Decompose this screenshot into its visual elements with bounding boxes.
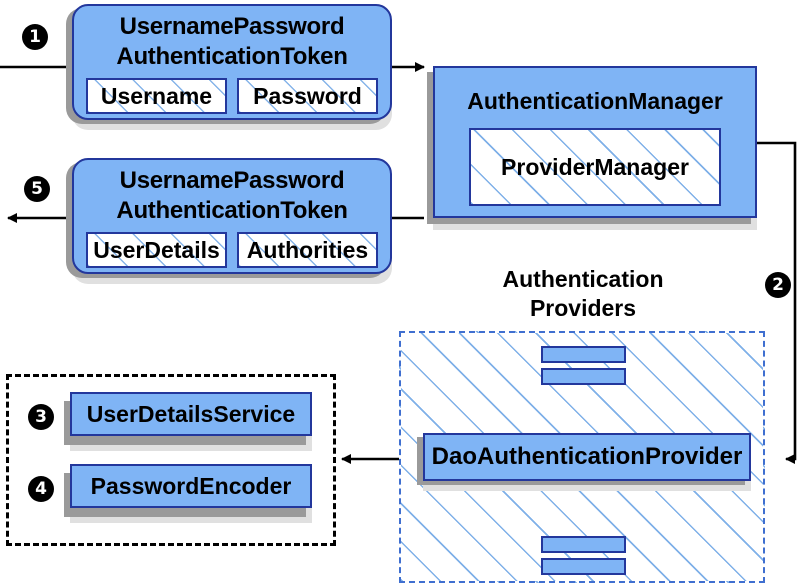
request-token-slot-password[interactable]: Password bbox=[237, 78, 378, 114]
request-token-slot-username-label: Username bbox=[100, 82, 213, 109]
response-token-card[interactable]: UsernamePassword AuthenticationToken Use… bbox=[72, 158, 392, 274]
user-details-service-box[interactable]: UserDetailsService bbox=[70, 392, 312, 436]
request-token-slot-password-label: Password bbox=[253, 82, 362, 109]
response-token-title-line1: UsernamePassword bbox=[119, 167, 345, 194]
provider-manager-box[interactable]: ProviderManager bbox=[469, 128, 721, 206]
collaborators-container bbox=[6, 374, 336, 546]
request-token-title-line1: UsernamePassword bbox=[119, 13, 345, 40]
request-token-slots: Username Password bbox=[86, 78, 378, 114]
authentication-manager-box[interactable]: AuthenticationManager ProviderManager bbox=[433, 66, 757, 218]
password-encoder-box[interactable]: PasswordEncoder bbox=[70, 464, 312, 508]
response-token-slot-authorities-label: Authorities bbox=[246, 236, 369, 263]
other-provider-bar-top-1[interactable] bbox=[541, 346, 626, 363]
other-provider-bar-bottom-1[interactable] bbox=[541, 536, 626, 553]
authentication-providers-heading: Authentication Providers bbox=[420, 265, 746, 323]
step-badge-1: 1 bbox=[22, 24, 48, 50]
other-provider-bar-bottom-2[interactable] bbox=[541, 558, 626, 575]
authentication-providers-heading-line2: Providers bbox=[529, 295, 637, 321]
response-token-slot-authorities[interactable]: Authorities bbox=[237, 232, 378, 268]
dao-authentication-provider-label: DaoAuthenticationProvider bbox=[431, 443, 743, 470]
step-badge-4: 4 bbox=[28, 476, 54, 502]
user-details-service-label: UserDetailsService bbox=[86, 400, 296, 427]
request-token-title-line2: AuthenticationToken bbox=[116, 43, 348, 70]
response-token-slot-userdetails-label: UserDetails bbox=[93, 236, 220, 263]
response-token-title-line2: AuthenticationToken bbox=[116, 197, 348, 224]
step-badge-3: 3 bbox=[28, 404, 54, 430]
other-provider-bar-top-2[interactable] bbox=[541, 368, 626, 385]
request-token-slot-username[interactable]: Username bbox=[86, 78, 227, 114]
password-encoder-label: PasswordEncoder bbox=[90, 472, 292, 499]
provider-manager-label: ProviderManager bbox=[501, 153, 689, 180]
step-badge-2: 2 bbox=[765, 272, 791, 298]
response-token-title: UsernamePassword AuthenticationToken bbox=[74, 166, 390, 226]
response-token-slots: UserDetails Authorities bbox=[86, 232, 378, 268]
request-token-card[interactable]: UsernamePassword AuthenticationToken Use… bbox=[72, 4, 392, 120]
authentication-manager-title: AuthenticationManager bbox=[467, 88, 723, 114]
step-badge-5: 5 bbox=[24, 176, 50, 202]
request-token-title: UsernamePassword AuthenticationToken bbox=[74, 12, 390, 72]
response-token-slot-userdetails[interactable]: UserDetails bbox=[86, 232, 227, 268]
dao-authentication-provider-box[interactable]: DaoAuthenticationProvider bbox=[423, 433, 751, 481]
authentication-providers-heading-line1: Authentication bbox=[502, 266, 664, 292]
